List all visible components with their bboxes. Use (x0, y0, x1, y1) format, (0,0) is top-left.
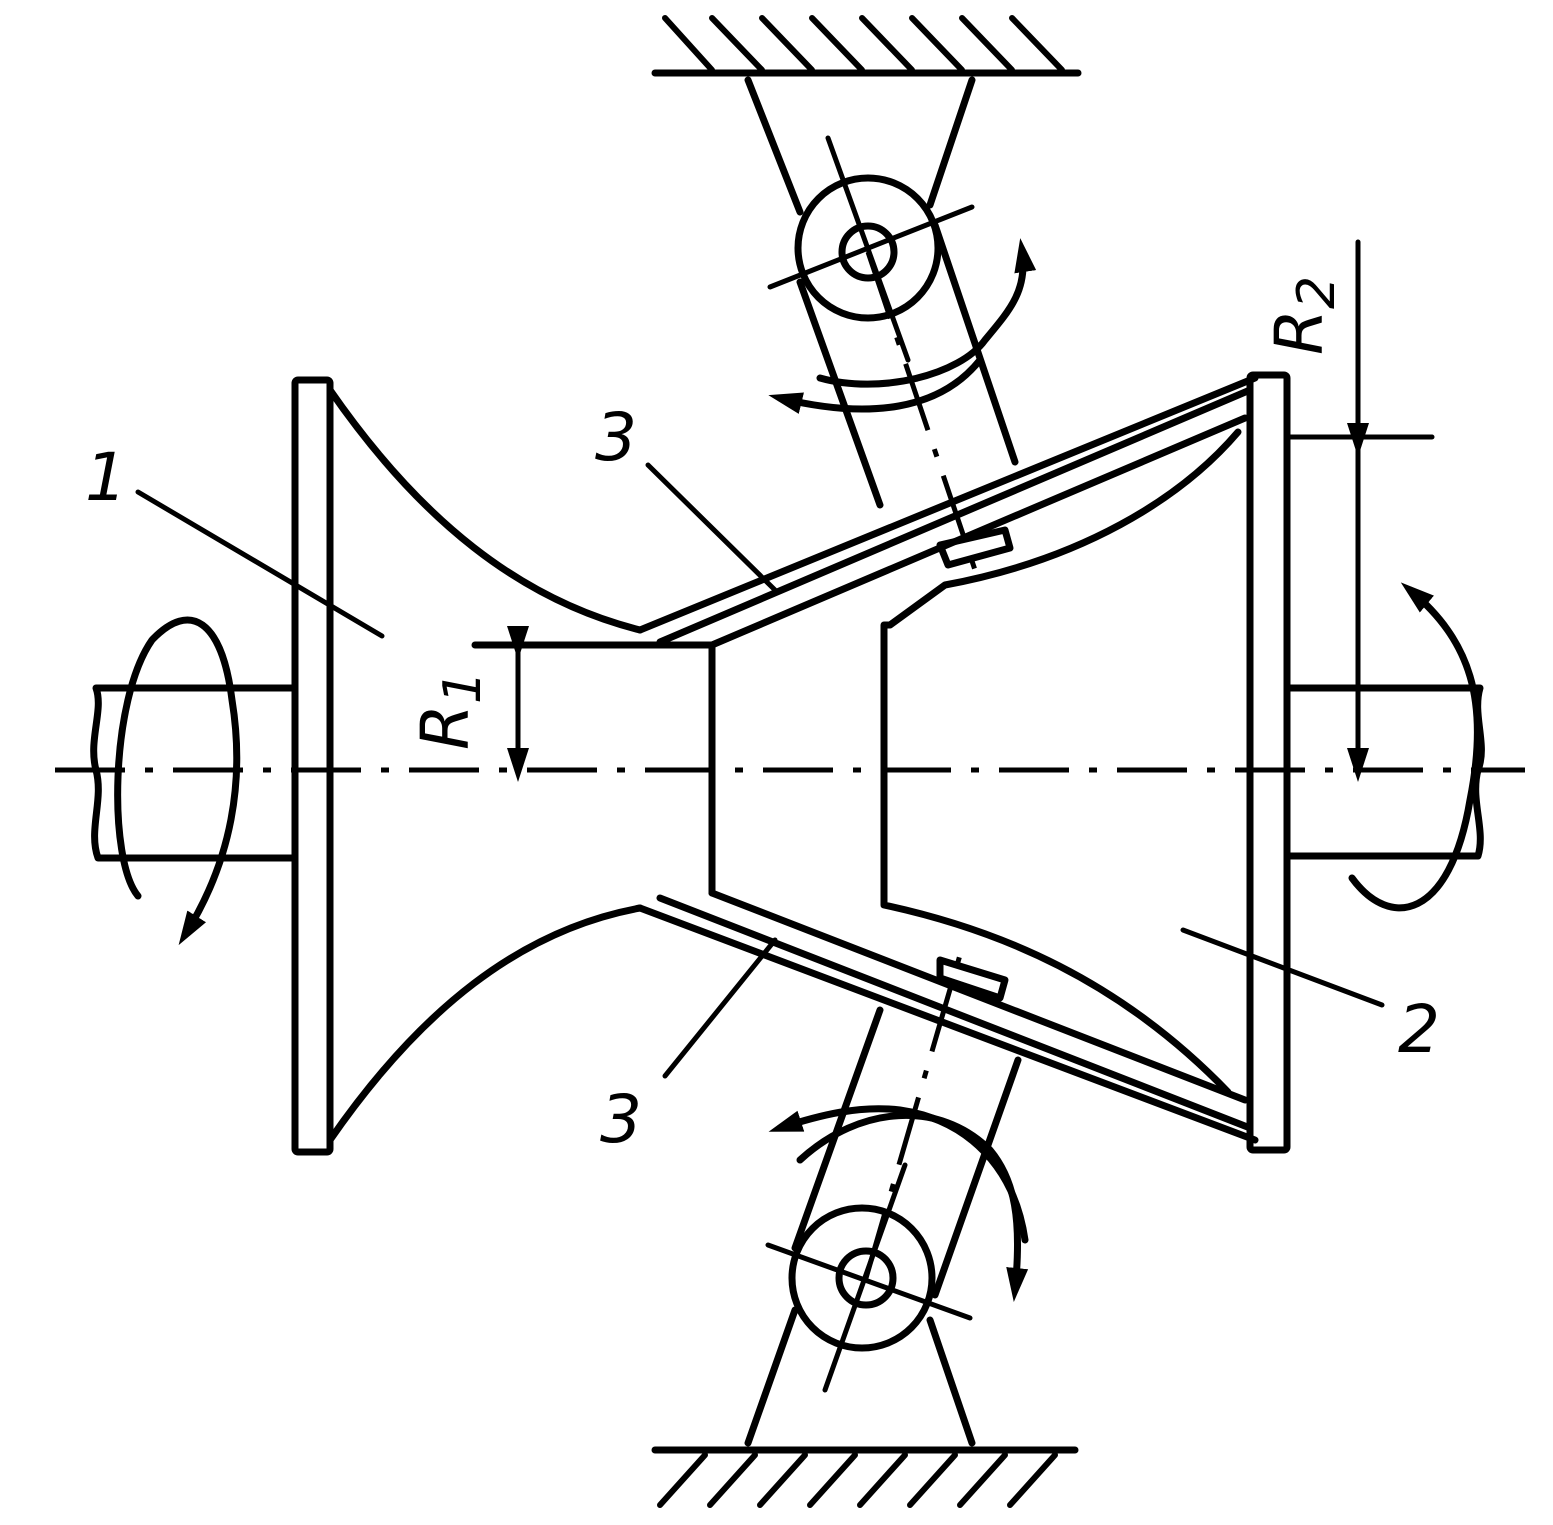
bottom-roller-support (651, 954, 1079, 1508)
dimension-r2 (1284, 239, 1435, 782)
leader-line-3-bottom (662, 937, 778, 1079)
top-roller-support (651, 15, 1082, 571)
svg-text:1: 1 (433, 671, 493, 704)
bottom-ground-hatching (657, 1452, 1058, 1508)
center-cone (471, 374, 1259, 1144)
svg-text:R: R (1261, 309, 1338, 355)
right-disc (880, 371, 1291, 1154)
right-shaft (1283, 582, 1485, 912)
svg-text:R: R (407, 704, 484, 750)
leader-line-3-top (645, 462, 778, 593)
svg-text:2: 2 (1287, 276, 1347, 309)
left-disc (291, 376, 644, 1156)
label-part-2: 2 (1398, 991, 1440, 1068)
label-part-3-top: 3 (595, 399, 637, 476)
leader-line-1 (135, 489, 385, 639)
left-shaft (90, 616, 296, 946)
label-part-3-bottom: 3 (600, 1081, 642, 1158)
label-part-1: 1 (85, 439, 127, 516)
label-r2: R 2 (1261, 276, 1347, 355)
top-ground-hatching (662, 15, 1065, 73)
label-r1: R 1 (407, 671, 493, 750)
leader-line-2 (1180, 927, 1385, 1008)
